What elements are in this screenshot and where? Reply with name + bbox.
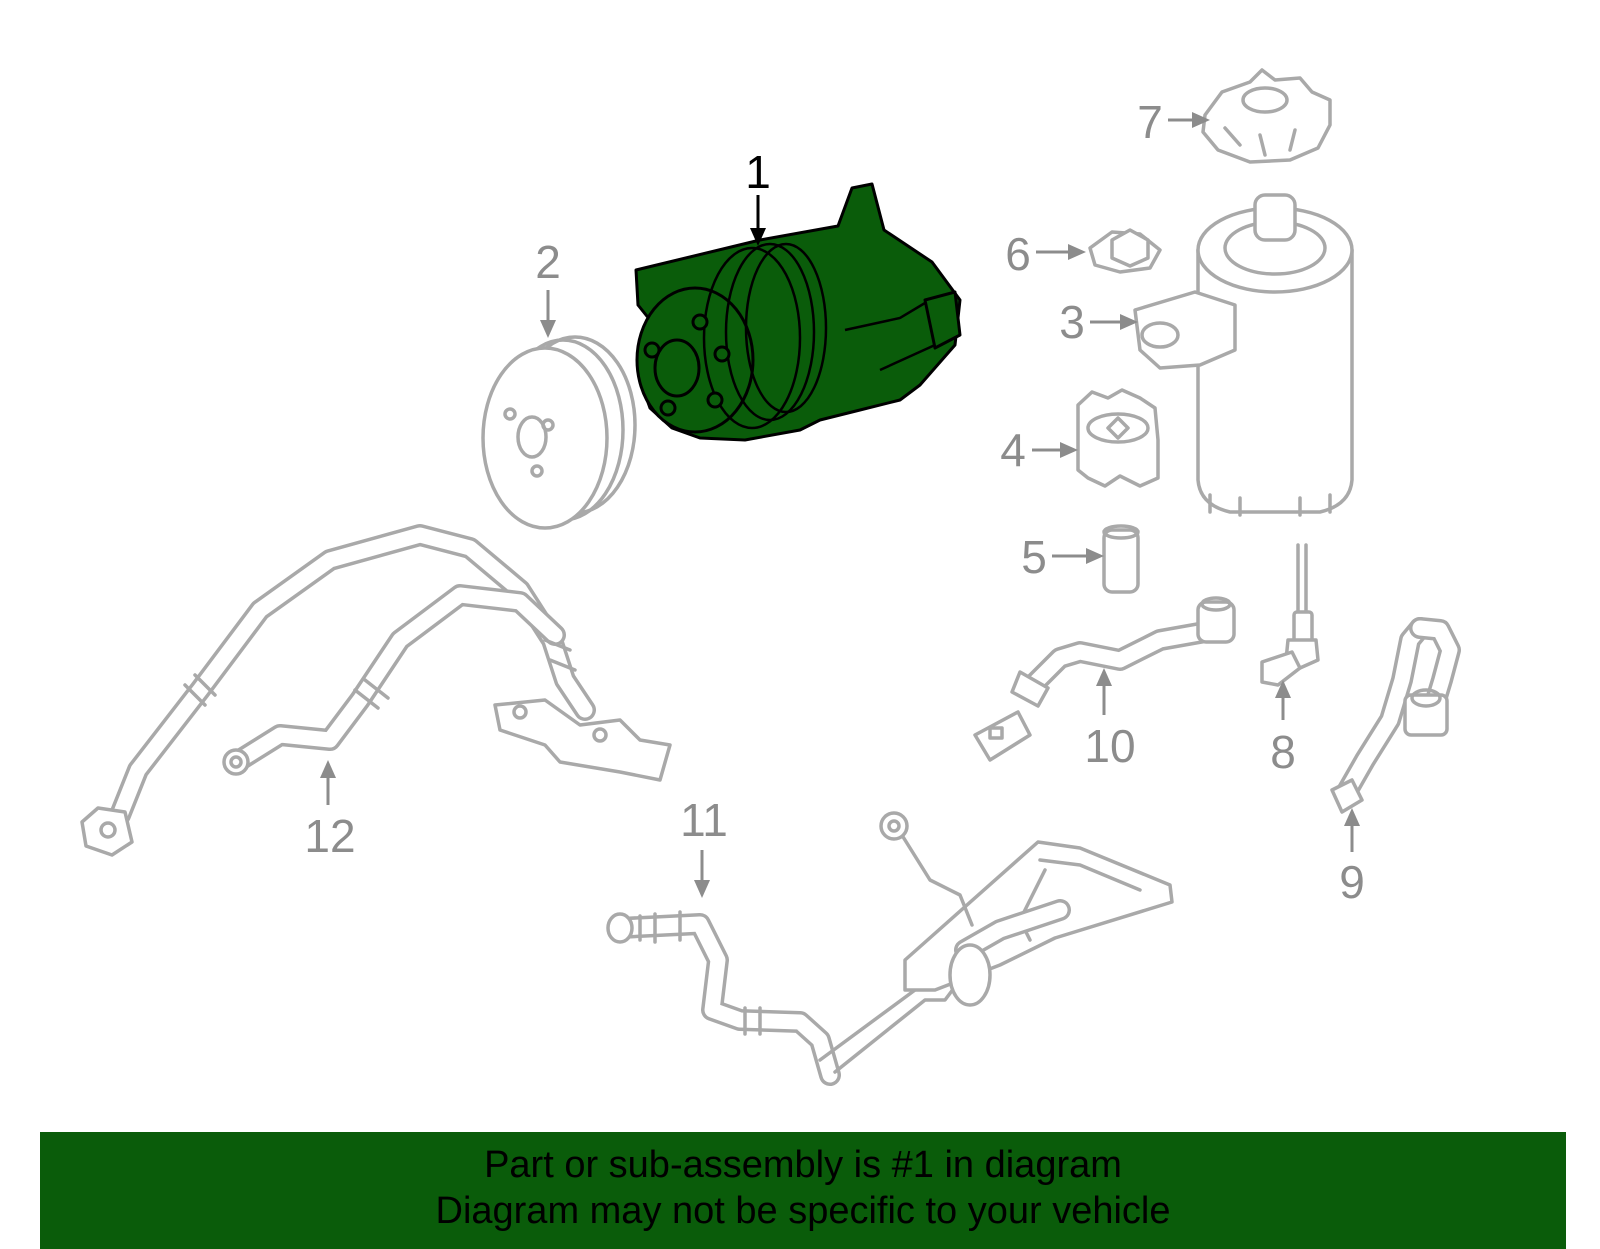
callout-number: 6: [1005, 228, 1031, 280]
part-4-filter[interactable]: [1076, 388, 1160, 488]
callout-number: 9: [1339, 856, 1365, 908]
callout-number: 2: [535, 236, 561, 288]
part-2-pulley[interactable]: [481, 335, 637, 530]
callout-10[interactable]: 10: [1084, 668, 1136, 772]
callout-3[interactable]: 3: [1059, 296, 1138, 348]
part-9-hose[interactable]: [1330, 617, 1461, 814]
callout-number: 5: [1021, 531, 1047, 583]
part-6-nut[interactable]: [1088, 228, 1162, 274]
callout-number: 12: [304, 810, 355, 862]
part-1-power-steering-pump[interactable]: [634, 182, 962, 442]
callout-number: 1: [745, 146, 771, 198]
part-7-cap[interactable]: [1201, 68, 1332, 164]
callout-number: 3: [1059, 296, 1085, 348]
callout-6[interactable]: 6: [1005, 228, 1086, 280]
part-5-sleeve[interactable]: [1102, 524, 1140, 594]
callout-9[interactable]: 9: [1339, 808, 1365, 908]
callout-number: 11: [680, 794, 728, 846]
callout-12[interactable]: 12: [304, 760, 356, 862]
part-10-hose[interactable]: [973, 596, 1236, 762]
callout-4[interactable]: 4: [1000, 424, 1078, 476]
part-12-pressure-hose[interactable]: [80, 524, 672, 857]
part-3-reservoir[interactable]: [1133, 193, 1354, 517]
callout-2[interactable]: 2: [535, 236, 561, 338]
callout-1[interactable]: 1: [745, 146, 771, 246]
banner-line-1: Part or sub-assembly is #1 in diagram: [484, 1144, 1122, 1186]
callout-number: 10: [1084, 720, 1135, 772]
callout-8[interactable]: 8: [1270, 680, 1296, 778]
callout-11[interactable]: 11: [680, 794, 728, 898]
part-8-sensor[interactable]: [1260, 543, 1320, 687]
callout-7[interactable]: 7: [1137, 96, 1210, 148]
callout-number: 4: [1000, 424, 1026, 476]
callout-number: 8: [1270, 726, 1296, 778]
part-11-hose-assembly[interactable]: [606, 811, 1174, 1086]
callout-number: 7: [1137, 96, 1163, 148]
info-banner: Part or sub-assembly is #1 in diagram Di…: [40, 1132, 1566, 1249]
callout-5[interactable]: 5: [1021, 531, 1104, 583]
banner-line-2: Diagram may not be specific to your vehi…: [435, 1190, 1171, 1232]
